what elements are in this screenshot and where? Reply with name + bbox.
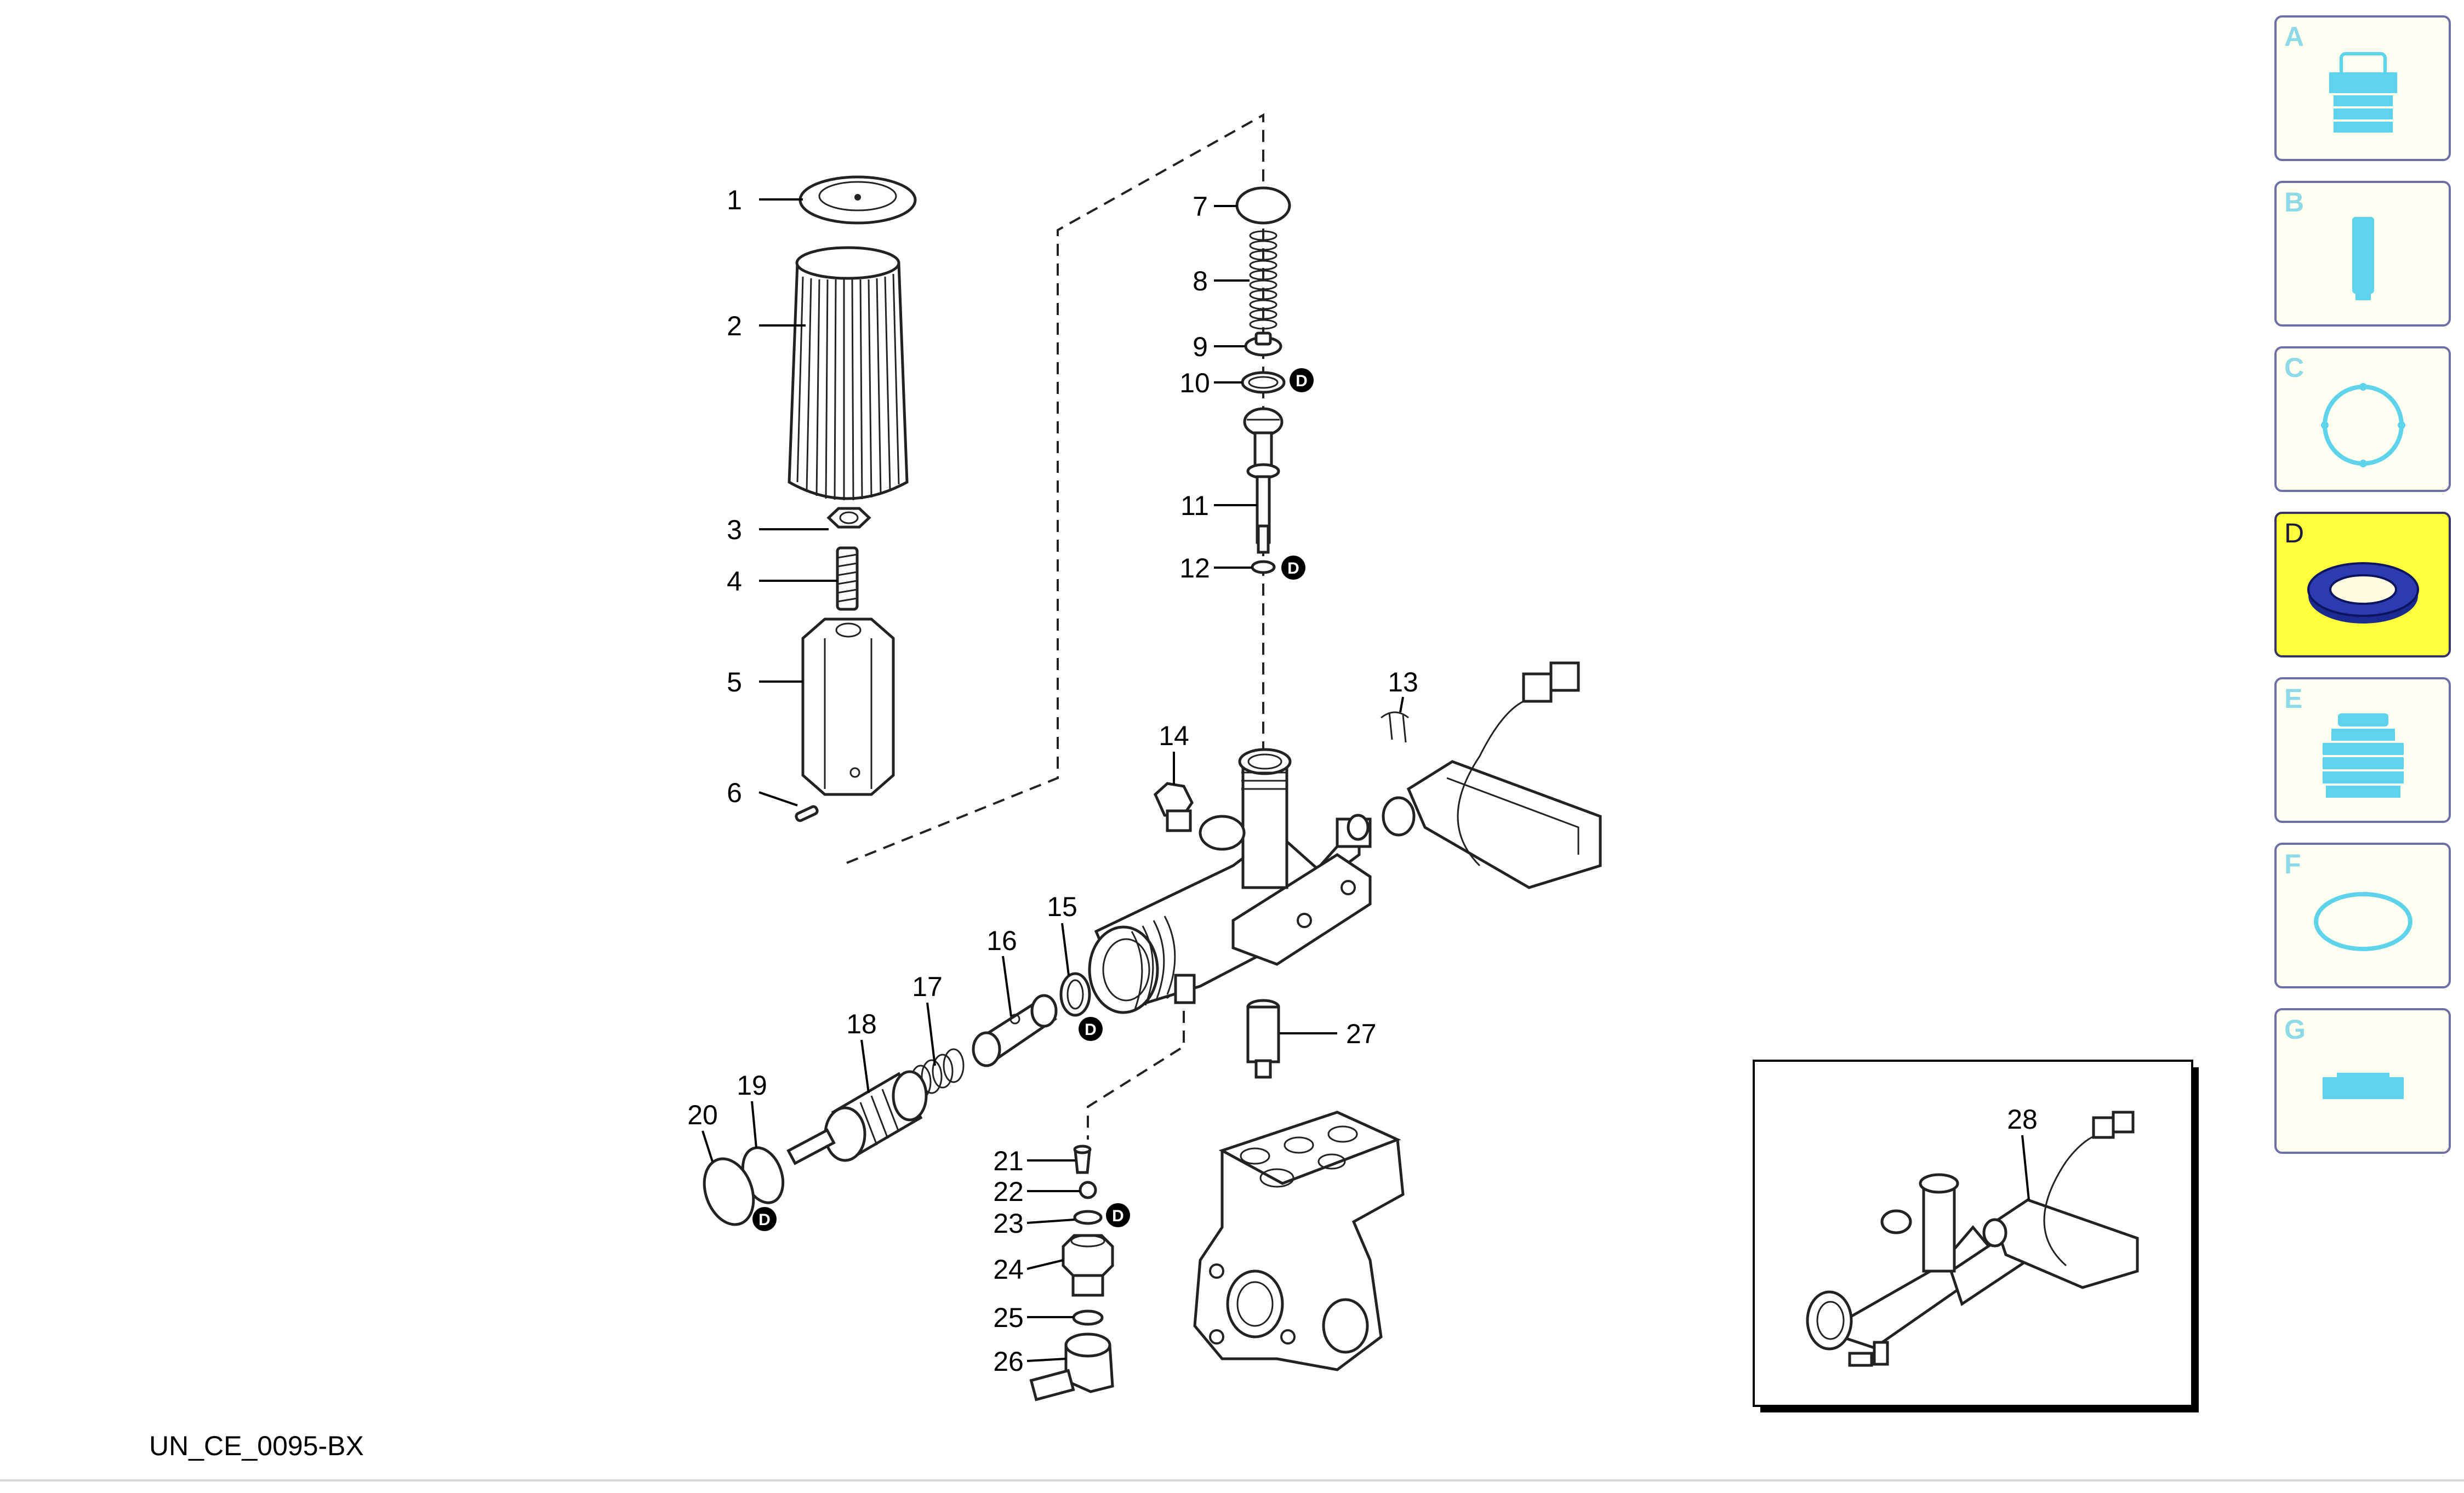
callout-19[interactable]: 19 xyxy=(737,1070,767,1101)
callout-10[interactable]: 10 xyxy=(1179,368,1210,398)
part-4-stud[interactable] xyxy=(836,546,859,611)
callout-2[interactable]: 2 xyxy=(727,311,742,341)
category-letter: E xyxy=(2284,683,2303,714)
leader-lines xyxy=(701,198,1404,1362)
category-tile-c[interactable]: C xyxy=(2274,346,2451,492)
callout-16[interactable]: 16 xyxy=(986,925,1017,956)
callout-14[interactable]: 14 xyxy=(1159,720,1189,751)
d-marker-12[interactable]: D xyxy=(1281,556,1305,580)
connector-fitting-icon xyxy=(2329,52,2397,133)
callout-13[interactable]: 13 xyxy=(1388,667,1418,697)
category-tile-f[interactable]: F xyxy=(2274,843,2451,988)
callout-3[interactable]: 3 xyxy=(727,514,742,545)
callout-15[interactable]: 15 xyxy=(1047,891,1077,922)
category-tile-d[interactable]: D xyxy=(2274,512,2451,657)
inset-assembly-drawing xyxy=(1806,1111,2139,1367)
part-11-valve-stem[interactable] xyxy=(1243,407,1284,554)
d-marker-19[interactable]: D xyxy=(752,1207,777,1231)
circlip-ring-icon xyxy=(2321,383,2405,467)
callout-5[interactable]: 5 xyxy=(727,667,742,697)
callout-8[interactable]: 8 xyxy=(1193,266,1208,296)
callout-23[interactable]: 23 xyxy=(993,1208,1024,1239)
cylinder-pin-icon xyxy=(2352,217,2374,300)
part-14-plug[interactable] xyxy=(1153,782,1194,832)
part-8-spring[interactable] xyxy=(1249,230,1277,330)
category-tile-g[interactable]: G xyxy=(2274,1008,2451,1154)
callout-27[interactable]: 27 xyxy=(1346,1019,1377,1049)
callout-9[interactable]: 9 xyxy=(1193,331,1208,362)
svg-text:D: D xyxy=(1287,559,1299,577)
callout-12[interactable]: 12 xyxy=(1179,553,1210,584)
part-25-washer[interactable] xyxy=(1072,1309,1104,1326)
svg-text:D: D xyxy=(758,1211,771,1229)
callout-22[interactable]: 22 xyxy=(993,1176,1024,1207)
d-marker-15[interactable]: D xyxy=(1079,1017,1103,1041)
callout-20[interactable]: 20 xyxy=(687,1100,718,1130)
category-tile-e[interactable]: E xyxy=(2274,677,2451,823)
part-7-disc[interactable] xyxy=(1235,186,1291,225)
callout-17[interactable]: 17 xyxy=(912,971,943,1002)
flat-bar-icon xyxy=(2323,1073,2404,1099)
bottom-divider xyxy=(0,1479,2464,1481)
svg-text:D: D xyxy=(1085,1021,1097,1039)
category-letter: B xyxy=(2284,187,2305,218)
part-9-washer[interactable] xyxy=(1244,331,1282,357)
callout-1[interactable]: 1 xyxy=(727,185,742,215)
callout-7[interactable]: 7 xyxy=(1193,191,1208,222)
drawing-code: UN_CE_0095-BX xyxy=(149,1431,364,1461)
part-10-o-ring[interactable] xyxy=(1241,371,1286,394)
part-16-sleeve[interactable] xyxy=(972,994,1058,1067)
part-2-knob[interactable] xyxy=(788,246,909,501)
category-letter: F xyxy=(2284,849,2301,879)
part-3-nut[interactable] xyxy=(826,507,871,529)
pressure-switch[interactable] xyxy=(1382,661,1602,889)
part-26-elbow[interactable] xyxy=(1029,1332,1114,1402)
part-12-small-o-ring[interactable] xyxy=(1251,560,1276,574)
part-27-cartridge[interactable] xyxy=(1246,999,1280,1079)
o-ring-icon xyxy=(2314,892,2412,951)
seal-ring-icon xyxy=(2307,562,2419,623)
part-22-ball[interactable] xyxy=(1079,1181,1097,1199)
d-marker-10[interactable]: D xyxy=(1290,368,1314,392)
callout-6[interactable]: 6 xyxy=(727,777,742,808)
callout-24[interactable]: 24 xyxy=(993,1254,1024,1285)
callout-18[interactable]: 18 xyxy=(846,1009,877,1039)
callout-labels: 1 2 3 4 5 6 7 8 9 10 11 12 13 14 15 16 1… xyxy=(687,185,1418,1377)
category-tile-a[interactable]: A xyxy=(2274,15,2451,161)
part-20-o-ring[interactable] xyxy=(695,1152,762,1231)
part-5-hex-body[interactable] xyxy=(801,617,895,796)
callout-21[interactable]: 21 xyxy=(993,1146,1024,1176)
pump-head[interactable] xyxy=(1193,1111,1405,1371)
ribbed-sleeve-icon xyxy=(2323,713,2404,798)
category-letter: G xyxy=(2284,1014,2306,1045)
svg-text:D: D xyxy=(1112,1207,1124,1225)
part-21-screw[interactable] xyxy=(1073,1145,1092,1174)
callout-26[interactable]: 26 xyxy=(993,1346,1024,1377)
inset-callout-28[interactable]: 28 xyxy=(2007,1104,2038,1135)
part-13-clip[interactable] xyxy=(1381,711,1409,743)
callout-4[interactable]: 4 xyxy=(727,566,742,597)
part-18-piston[interactable] xyxy=(786,1070,928,1165)
d-markers: D D D D D xyxy=(752,368,1314,1231)
part-24-fitting[interactable] xyxy=(1062,1234,1114,1297)
d-marker-23[interactable]: D xyxy=(1106,1203,1130,1227)
inset-assembly-box[interactable]: 28 xyxy=(1753,1060,2199,1412)
category-letter: D xyxy=(2284,518,2305,548)
category-tile-b[interactable]: B xyxy=(2274,181,2451,327)
callout-11[interactable]: 11 xyxy=(1180,490,1209,521)
svg-text:D: D xyxy=(1296,372,1308,390)
category-letter: C xyxy=(2284,352,2305,383)
category-letter: A xyxy=(2284,21,2305,52)
part-1-cap[interactable] xyxy=(798,175,917,225)
assembly-guide-lines xyxy=(846,113,1264,1140)
housing-assembly[interactable] xyxy=(1088,748,1372,1014)
part-23-o-ring[interactable] xyxy=(1073,1210,1103,1225)
callout-25[interactable]: 25 xyxy=(993,1302,1024,1333)
part-15-o-ring[interactable] xyxy=(1059,972,1091,1017)
part-6-pin[interactable] xyxy=(795,805,819,822)
